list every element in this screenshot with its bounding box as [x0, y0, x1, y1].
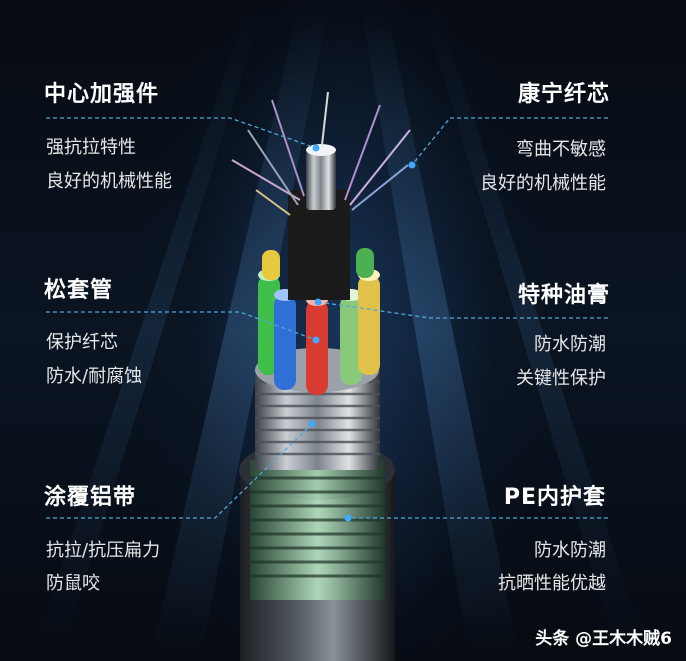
pe-sheath-desc-2: 抗晒性能优越	[498, 573, 606, 594]
callout-dots	[308, 144, 416, 522]
optical-fibers	[231, 91, 411, 216]
strength-member-desc-1: 强抗拉特性	[46, 137, 136, 158]
strength-member-desc-2: 良好的机械性能	[46, 171, 172, 192]
gel-desc-1: 防水防潮	[534, 334, 606, 355]
fiber-title: 康宁纤芯	[517, 82, 610, 107]
central-strength-member	[288, 144, 350, 300]
pe-sheath-desc-1: 防水防潮	[534, 540, 606, 561]
loose-tubes	[258, 248, 380, 395]
pe-sheath-title: PE内护套	[503, 485, 606, 510]
callout-lines	[46, 117, 608, 519]
aluminum-tape-desc-2: 防鼠咬	[46, 573, 100, 594]
fiber-desc-2: 良好的机械性能	[480, 173, 606, 194]
gel-desc-2: 关键性保护	[516, 368, 606, 389]
loose-tube-title: 松套管	[44, 278, 114, 303]
strength-member-title: 中心加强件	[44, 82, 160, 107]
aluminum-tape-desc-1: 抗拉/抗压扁力	[46, 540, 161, 561]
background-light-beams	[30, 0, 650, 661]
watermark: 头条 @王木木贼6	[535, 629, 672, 649]
fiber-desc-1: 弯曲不敏感	[516, 139, 606, 160]
loose-tube-desc-1: 保护纤芯	[46, 332, 118, 353]
aluminum-tape-title: 涂覆铝带	[44, 485, 137, 510]
gel-title: 特种油膏	[517, 283, 610, 308]
loose-tube-desc-2: 防水/耐腐蚀	[46, 366, 143, 387]
pe-inner-sheath	[250, 460, 385, 600]
